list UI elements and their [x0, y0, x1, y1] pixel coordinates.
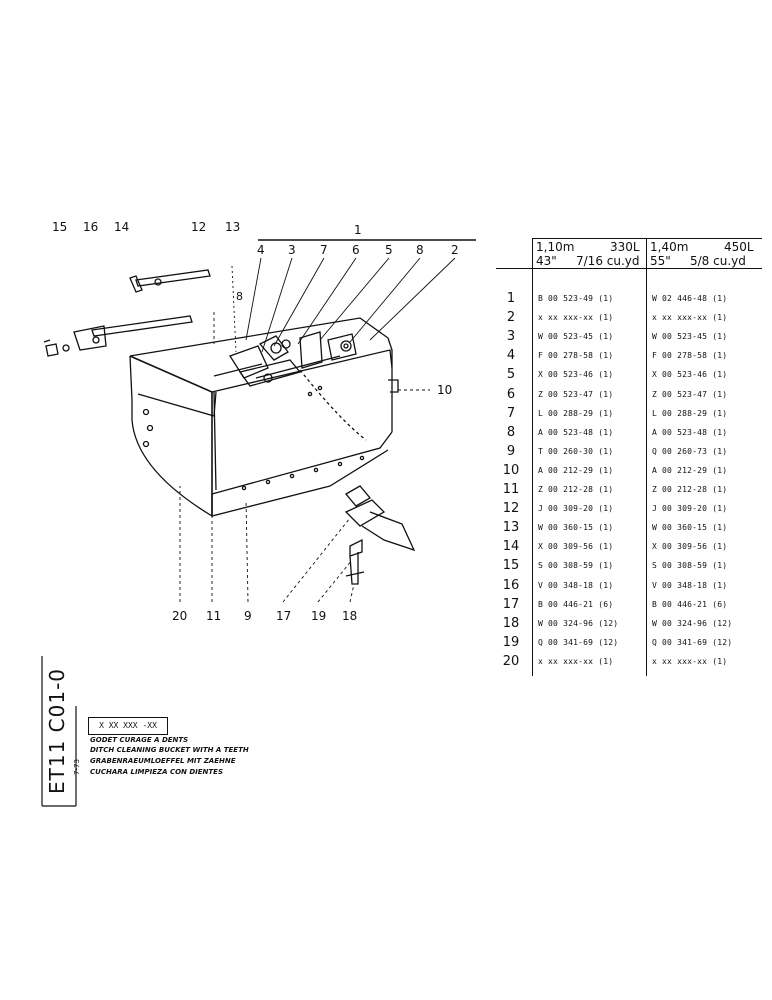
row-number: 17: [502, 597, 520, 612]
col2-cap-yd: 5/8 cu.yd: [690, 254, 746, 268]
part-code-1-40m: Z 00 523-47 (1): [652, 390, 728, 399]
row-number: 15: [502, 558, 520, 573]
part-code-1-10m: A 00 523-48 (1): [538, 428, 614, 437]
row-number: 16: [502, 578, 520, 593]
callout-15: 15: [52, 220, 68, 234]
callout-8-small: 8: [236, 290, 243, 303]
col1-cap: 330L: [610, 240, 640, 254]
part-code-1-10m: A 00 212-29 (1): [538, 466, 614, 475]
row-number: 14: [502, 539, 520, 554]
row-number: 5: [506, 367, 516, 382]
part-code-1-40m: W 02 446-48 (1): [652, 294, 728, 303]
callout-4: 4: [257, 243, 265, 257]
part-code-1-40m: B 00 446-21 (6): [652, 600, 728, 609]
row-number: 6: [506, 387, 516, 402]
part-code-1-10m: Q 00 341-69 (12): [538, 638, 619, 647]
part-code-1-10m: Z 00 212-28 (1): [538, 485, 614, 494]
part-code-1-40m: Z 00 212-28 (1): [652, 485, 728, 494]
part-code-1-10m: Z 00 523-47 (1): [538, 390, 614, 399]
part-code-1-10m: x xx xxx-xx (1): [538, 657, 614, 666]
part-code-1-10m: V 00 348-18 (1): [538, 581, 614, 590]
row-number: 4: [506, 348, 516, 363]
part-code-1-10m: x xx xxx-xx (1): [538, 313, 614, 322]
part-code-1-40m: J 00 309-20 (1): [652, 504, 728, 513]
row-number: 2: [506, 310, 516, 325]
part-code-1-40m: Q 00 260-73 (1): [652, 447, 728, 456]
part-code-1-40m: A 00 523-48 (1): [652, 428, 728, 437]
part-code-1-40m: x xx xxx-xx (1): [652, 313, 728, 322]
part-code-1-10m: F 00 278-58 (1): [538, 351, 614, 360]
callout-3: 3: [288, 243, 296, 257]
col2-cap: 450L: [724, 240, 754, 254]
callout-16: 16: [83, 220, 99, 234]
description-es: CUCHARA LIMPIEZA CON DIENTES: [90, 768, 223, 776]
callout-7: 7: [320, 243, 328, 257]
part-code-1-10m: T 00 260-30 (1): [538, 447, 614, 456]
col2-size: 1,40m: [650, 240, 689, 254]
callout-13: 13: [225, 220, 241, 234]
part-code-1-10m: W 00 360-15 (1): [538, 523, 614, 532]
part-code-1-10m: W 00 324-96 (12): [538, 619, 619, 628]
callout-17: 17: [276, 609, 292, 623]
col1-size: 1,10m: [536, 240, 575, 254]
part-code-1-10m: W 00 523-45 (1): [538, 332, 614, 341]
callout-2: 2: [451, 243, 459, 257]
callout-9: 9: [244, 609, 252, 623]
callout-5: 5: [385, 243, 393, 257]
parts-table: 1,10m 330L 43" 7/16 cu.yd 1,40m 450L 55"…: [496, 238, 762, 676]
row-number: 7: [506, 406, 516, 421]
part-code-1-10m: L 00 288-29 (1): [538, 409, 614, 418]
part-code-1-40m: S 00 308-59 (1): [652, 561, 728, 570]
callout-20: 20: [172, 609, 188, 623]
description-fr: GODET CURAGE A DENTS: [90, 736, 189, 744]
drawing-date: 7-73: [70, 752, 84, 782]
callout-11: 11: [206, 609, 222, 623]
part-code-1-40m: W 00 360-15 (1): [652, 523, 728, 532]
callout-12: 12: [191, 220, 207, 234]
row-number: 11: [502, 482, 520, 497]
row-number: 9: [506, 444, 516, 459]
row-number: 19: [502, 635, 520, 650]
row-number: 13: [502, 520, 520, 535]
part-code-1-40m: L 00 288-29 (1): [652, 409, 728, 418]
callout-10: 10: [437, 383, 453, 397]
row-number: 10: [502, 463, 520, 478]
part-code-1-40m: X 00 523-46 (1): [652, 370, 728, 379]
part-code-1-10m: S 00 308-59 (1): [538, 561, 614, 570]
row-number: 12: [502, 501, 520, 516]
part-code-1-40m: F 00 278-58 (1): [652, 351, 728, 360]
col1-size-in: 43": [536, 254, 557, 268]
callout-14: 14: [114, 220, 130, 234]
row-number: 8: [506, 425, 516, 440]
part-code-1-10m: X 00 309-56 (1): [538, 542, 614, 551]
row-number: 20: [502, 654, 520, 669]
part-code-1-40m: A 00 212-29 (1): [652, 466, 728, 475]
callout-1: 1: [354, 223, 362, 237]
part-code-1-40m: x xx xxx-xx (1): [652, 657, 728, 666]
col2-size-in: 55": [650, 254, 671, 268]
col1-cap-yd: 7/16 cu.yd: [576, 254, 640, 268]
title-block-frame: [41, 656, 77, 807]
callout-8: 8: [416, 243, 424, 257]
drawing-date-text: 7-73: [73, 759, 81, 775]
reference-number-box: X XX XXX -XX: [88, 717, 168, 735]
callout-18: 18: [342, 609, 358, 623]
description-en: DITCH CLEANING BUCKET WITH A TEETH: [90, 746, 249, 754]
part-code-1-40m: X 00 309-56 (1): [652, 542, 728, 551]
part-code-1-10m: B 00 446-21 (6): [538, 600, 614, 609]
row-number: 3: [506, 329, 516, 344]
part-code-1-10m: J 00 309-20 (1): [538, 504, 614, 513]
callout-19: 19: [311, 609, 327, 623]
part-code-1-10m: B 00 523-49 (1): [538, 294, 614, 303]
row-number: 18: [502, 616, 520, 631]
description-de: GRABENRAEUMLOEFFEL MIT ZAEHNE: [90, 757, 236, 765]
part-code-1-10m: X 00 523-46 (1): [538, 370, 614, 379]
part-code-1-40m: W 00 523-45 (1): [652, 332, 728, 341]
part-code-1-40m: Q 00 341-69 (12): [652, 638, 733, 647]
part-code-1-40m: W 00 324-96 (12): [652, 619, 733, 628]
callout-6: 6: [352, 243, 360, 257]
part-code-1-40m: V 00 348-18 (1): [652, 581, 728, 590]
row-number: 1: [506, 291, 516, 306]
